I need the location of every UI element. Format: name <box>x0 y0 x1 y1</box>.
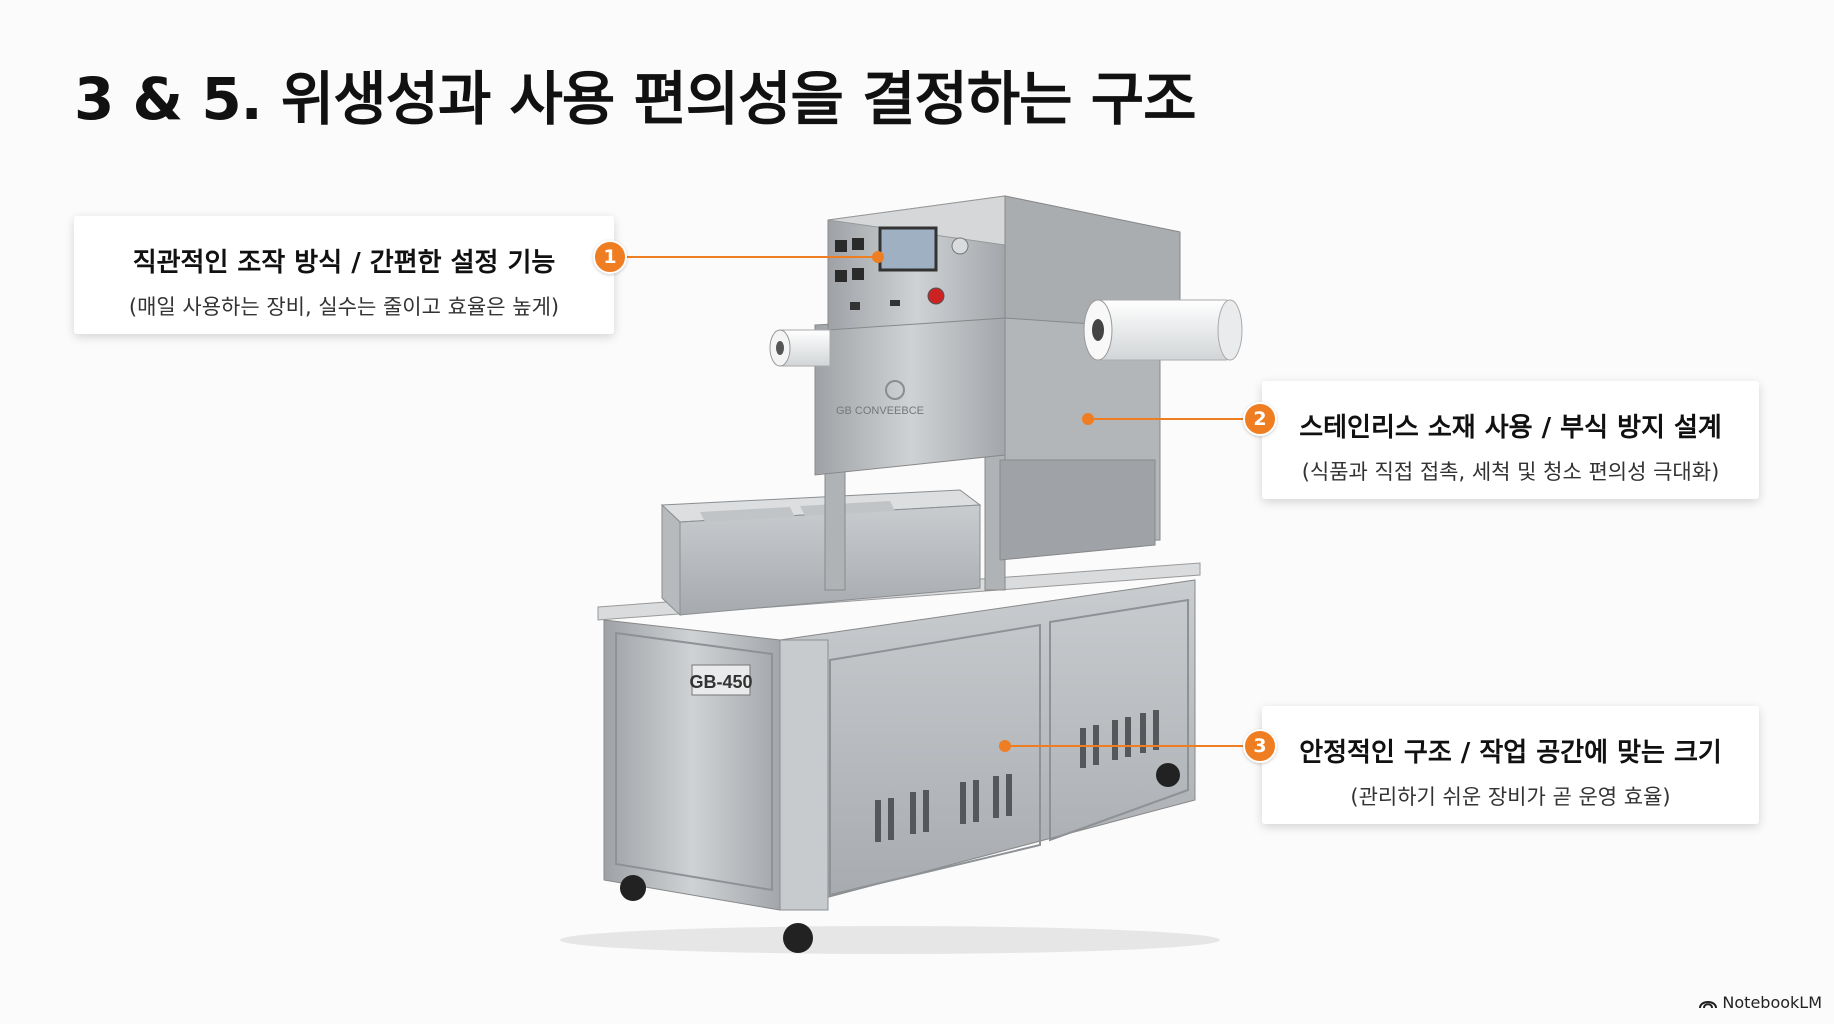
callout-controls: 직관적인 조작 방식 / 간편한 설정 기능 (매일 사용하는 장비, 실수는 … <box>74 216 614 334</box>
callout-badge-3: 3 <box>1243 729 1277 763</box>
upper-housing: GB CONVEEBCE <box>814 195 1181 591</box>
callout-badge-1: 1 <box>593 240 627 274</box>
page-title: 3 & 5. 위생성과 사용 편의성을 결정하는 구조 <box>74 65 1196 133</box>
tray-drawer <box>660 489 982 617</box>
callout-dot-1 <box>872 251 884 263</box>
brand-label: GB CONVEEBCE <box>836 405 924 417</box>
callout-structure: 안정적인 구조 / 작업 공간에 맞는 크기 (관리하기 쉬운 장비가 곧 운영… <box>1262 706 1759 824</box>
callout-dot-2 <box>1082 413 1094 425</box>
callout-leaders <box>610 256 1243 747</box>
model-label: GB-450 <box>689 672 752 692</box>
callout-subtext: (매일 사용하는 장비, 실수는 줄이고 효율은 높게) <box>128 295 560 319</box>
film-roll-front <box>1083 299 1243 361</box>
callout-subtext: (관리하기 쉬운 장비가 곧 운영 효율) <box>1350 785 1671 809</box>
notebooklm-logo-icon <box>1699 1001 1718 1009</box>
callout-badge-2: 2 <box>1243 402 1277 436</box>
callout-heading: 안정적인 구조 / 작업 공간에 맞는 크기 <box>1299 738 1722 768</box>
callout-dot-3 <box>999 740 1011 752</box>
cabinet-base: GB-450 <box>597 562 1201 953</box>
film-roll-rear <box>769 329 831 367</box>
callout-material: 스테인리스 소재 사용 / 부식 방지 설계 (식품과 직접 접촉, 세척 및 … <box>1262 381 1759 499</box>
callout-heading: 직관적인 조작 방식 / 간편한 설정 기능 <box>132 248 556 278</box>
footer-brand: NotebookLM <box>1699 993 1822 1012</box>
callout-heading: 스테인리스 소재 사용 / 부식 방지 설계 <box>1299 413 1722 443</box>
callout-subtext: (식품과 직접 접촉, 세척 및 청소 편의성 극대화) <box>1301 460 1720 484</box>
footer-brand-text: NotebookLM <box>1722 993 1822 1012</box>
